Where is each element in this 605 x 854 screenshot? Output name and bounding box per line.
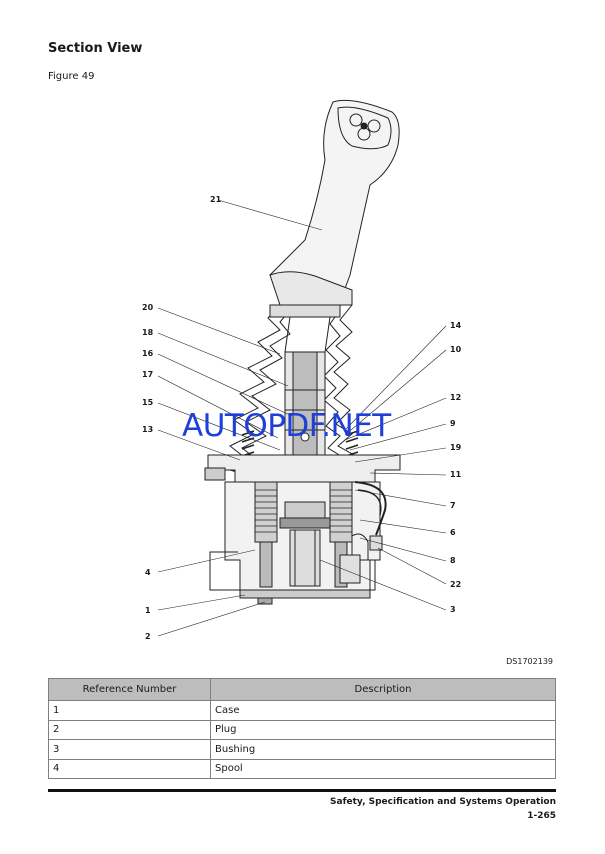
callout-18: 18 (142, 328, 154, 337)
table-row: 1 Case (48, 700, 556, 721)
figure-label: Figure 49 (48, 71, 95, 82)
callout-12: 12 (450, 393, 462, 402)
callout-2: 2 (145, 632, 151, 641)
page-number: 1-265 (527, 811, 556, 821)
callout-15: 15 (142, 398, 154, 407)
reference-number-cell: 3 (48, 739, 211, 760)
description-cell: Case (210, 700, 556, 721)
callout-22: 22 (450, 580, 462, 589)
callout-16: 16 (142, 349, 154, 358)
column-header-description: Description (210, 678, 556, 701)
description-cell: Bushing (210, 739, 556, 760)
callout-1: 1 (145, 606, 151, 615)
callout-3: 3 (450, 605, 456, 614)
description-cell: Plug (210, 719, 556, 740)
callout-17: 17 (142, 370, 154, 379)
description-cell: Spool (210, 758, 556, 779)
table-header-row: Reference Number Description (48, 678, 556, 701)
reference-number-cell: 2 (48, 719, 211, 740)
table-row: 2 Plug (48, 719, 556, 740)
handle-grip (269, 99, 400, 303)
reference-table: Reference Number Description 1 Case 2 Pl… (48, 678, 556, 779)
base-plate (239, 589, 371, 599)
table-row: 4 Spool (48, 758, 556, 779)
callout-4: 4 (145, 568, 151, 577)
footer-divider (48, 789, 556, 792)
callout-20: 20 (142, 303, 154, 312)
cable (354, 481, 387, 536)
spring-coils (241, 430, 359, 457)
connector (369, 535, 383, 551)
spool-left (259, 541, 273, 588)
callout-10: 10 (450, 345, 462, 354)
watermark: AUTOPDF.NET (182, 408, 391, 444)
callout-6: 6 (450, 528, 456, 537)
table-row: 3 Bushing (48, 739, 556, 760)
reference-number-cell: 1 (48, 700, 211, 721)
footer-title: Safety, Specification and Systems Operat… (330, 797, 556, 807)
drawing-id: DS1702139 (506, 657, 553, 666)
callout-8: 8 (450, 556, 456, 565)
callout-13: 13 (142, 425, 154, 434)
rubber-boot (228, 304, 281, 479)
callout-9: 9 (450, 419, 456, 428)
callout-21: 21 (210, 195, 222, 204)
callout-19: 19 (450, 443, 462, 452)
joystick-section-drawing (130, 90, 470, 650)
callout-14: 14 (450, 321, 462, 330)
callout-11: 11 (450, 470, 462, 479)
reference-number-cell: 4 (48, 758, 211, 779)
section-title: Section View (48, 41, 143, 56)
callout-7: 7 (450, 501, 456, 510)
column-header-reference-number: Reference Number (48, 678, 211, 701)
